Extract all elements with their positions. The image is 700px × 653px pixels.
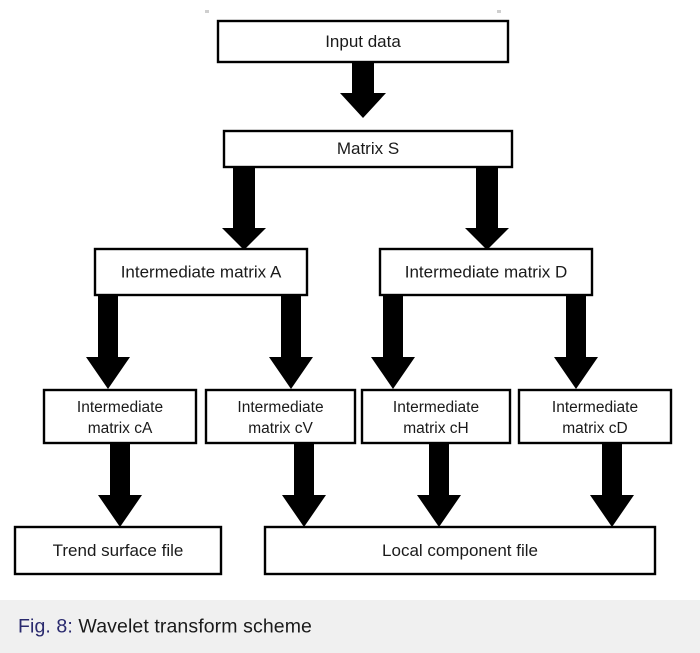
node-intermediate-matrix-ch-label-line1: Intermediate (393, 399, 479, 416)
node-intermediate-matrix-a[interactable]: Intermediate matrix A (93, 247, 309, 297)
node-intermediate-matrix-d[interactable]: Intermediate matrix D (378, 247, 594, 297)
node-intermediate-matrix-ch-label-line2: matrix cH (403, 420, 468, 437)
arrow-matcA-to-trend (98, 443, 142, 527)
arrow-matA-to-matcV (269, 295, 313, 389)
flowchart-canvas: Input data Matrix S Intermediate matrix … (13, 10, 673, 576)
node-local-component-file[interactable]: Local component file (263, 525, 657, 576)
arrow-matrixS-to-matD (465, 167, 509, 250)
node-intermediate-matrix-cv-box (204, 388, 357, 445)
figure-caption: Fig. 8: Wavelet transform scheme (18, 615, 312, 638)
node-intermediate-matrix-ca[interactable]: Intermediate matrix cA (42, 388, 198, 445)
arrow-matcV-to-local (282, 443, 326, 527)
node-intermediate-matrix-cd-label-line1: Intermediate (552, 399, 638, 416)
node-local-component-file-label: Local component file (382, 541, 538, 560)
node-intermediate-matrix-cd[interactable]: Intermediate matrix cD (517, 388, 673, 445)
node-intermediate-matrix-cv-label-line2: matrix cV (248, 420, 313, 437)
arrow-matA-to-matcA (86, 295, 130, 389)
node-intermediate-matrix-d-label: Intermediate matrix D (405, 262, 568, 281)
scan-speck (497, 10, 501, 13)
arrow-matD-to-matcD (554, 295, 598, 389)
node-intermediate-matrix-ca-label-line1: Intermediate (77, 399, 163, 416)
node-matrix-s-label: Matrix S (337, 139, 399, 158)
node-input-data-label: Input data (325, 32, 401, 51)
figure-caption-band: Fig. 8: Wavelet transform scheme (0, 600, 700, 653)
node-intermediate-matrix-cd-label-line2: matrix cD (562, 420, 627, 437)
figure-caption-number: Fig. 8: (18, 615, 73, 637)
node-input-data-box (216, 19, 510, 64)
node-input-data[interactable]: Input data (216, 19, 510, 64)
node-matrix-s[interactable]: Matrix S (222, 129, 514, 169)
node-intermediate-matrix-d-box (378, 247, 594, 297)
node-intermediate-matrix-ca-label-line2: matrix cA (88, 420, 153, 437)
node-intermediate-matrix-cv[interactable]: Intermediate matrix cV (204, 388, 357, 445)
node-intermediate-matrix-cd-box (517, 388, 673, 445)
arrow-matrixS-to-matA (222, 167, 266, 250)
node-trend-surface-file[interactable]: Trend surface file (13, 525, 223, 576)
node-trend-surface-file-box (13, 525, 223, 576)
node-intermediate-matrix-a-box (93, 247, 309, 297)
node-trend-surface-file-label: Trend surface file (53, 541, 184, 560)
node-intermediate-matrix-cv-label-line1: Intermediate (237, 399, 323, 416)
arrow-matD-to-matcH (371, 295, 415, 389)
arrow-input-to-matrixS (340, 62, 386, 118)
node-matrix-s-box (222, 129, 514, 169)
arrow-matcD-to-local (590, 443, 634, 527)
node-intermediate-matrix-a-label: Intermediate matrix A (121, 262, 282, 281)
node-local-component-file-box (263, 525, 657, 576)
node-intermediate-matrix-ch[interactable]: Intermediate matrix cH (360, 388, 512, 445)
figure-caption-title: Wavelet transform scheme (78, 615, 313, 637)
scan-speck (205, 10, 209, 13)
arrow-matcH-to-local (417, 443, 461, 527)
